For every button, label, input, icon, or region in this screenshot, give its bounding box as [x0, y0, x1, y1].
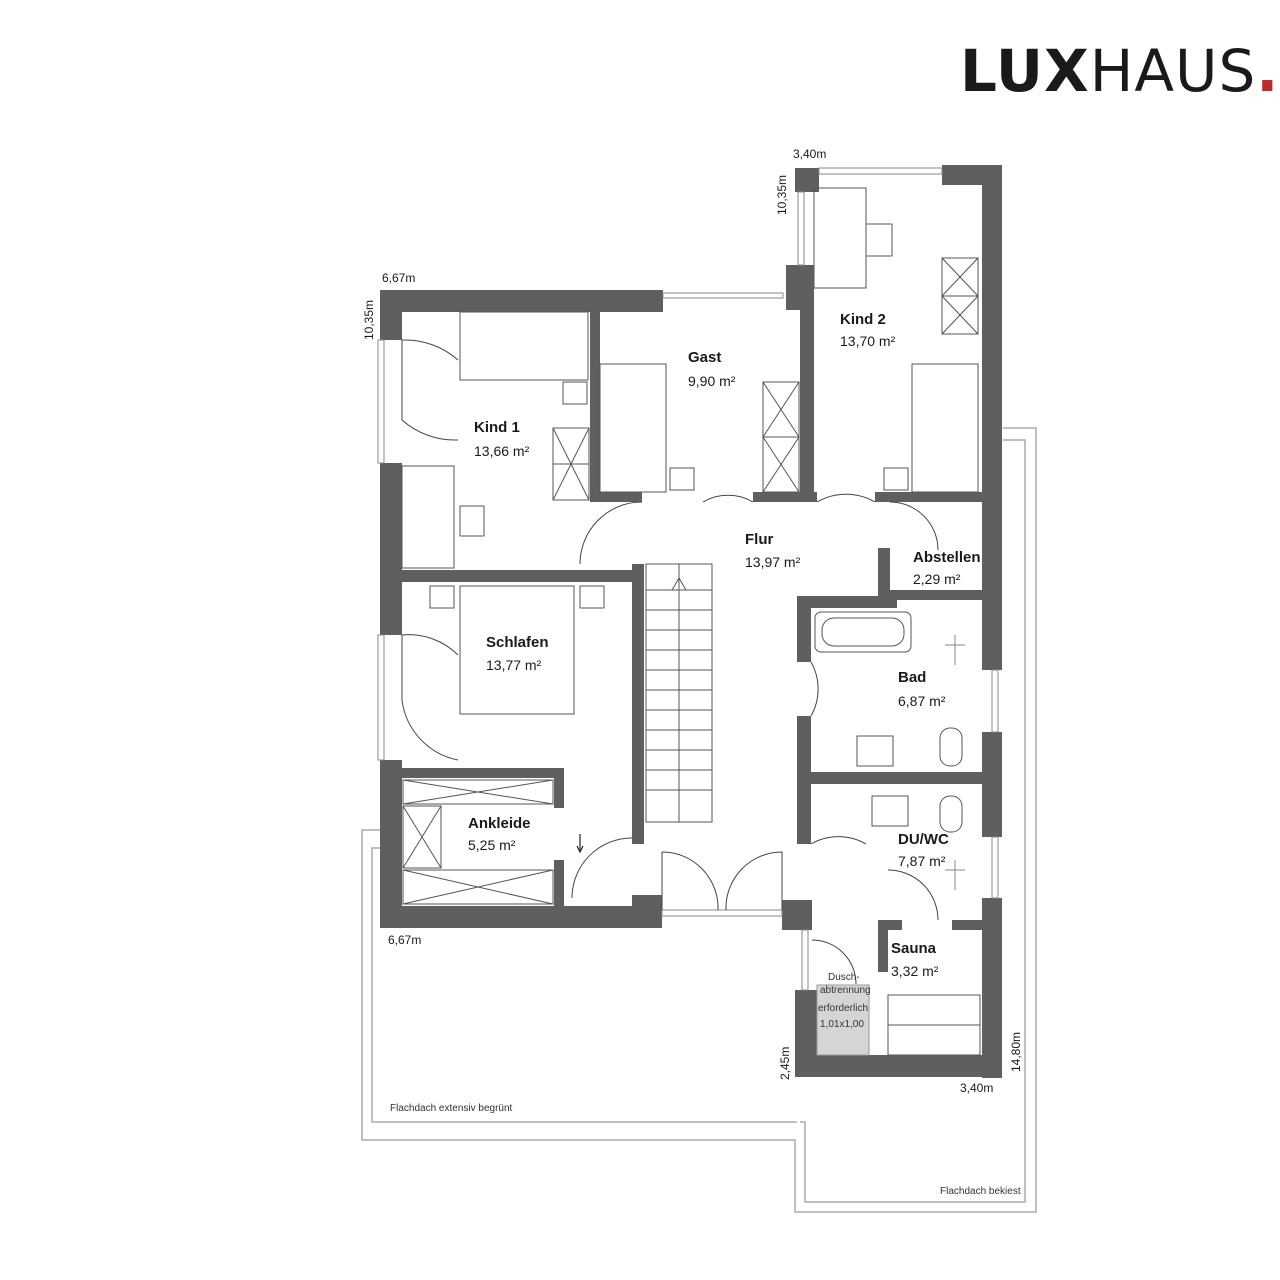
room-area-bad: 6,87 m² [898, 693, 946, 709]
dim-kind1-height: 10,35m [362, 300, 376, 340]
walls [380, 165, 1002, 1078]
plan-notes: Dusch- abtrennung erforderlich 1,01x1,00… [390, 972, 1021, 1197]
room-name-duwc: DU/WC [898, 831, 949, 848]
shower-note-line2: abtrennung [820, 985, 871, 996]
room-area-kind1: 13,66 m² [474, 443, 530, 459]
room-name-bad: Bad [898, 669, 926, 686]
dim-bottom-left-width: 6,67m [388, 933, 421, 947]
shower-note-line1: Dusch- [828, 972, 860, 983]
room-area-gast: 9,90 m² [688, 373, 736, 389]
dim-kind2-width: 3,40m [793, 147, 826, 161]
room-area-ankleide: 5,25 m² [468, 837, 516, 853]
room-name-sauna: Sauna [891, 940, 937, 957]
shower-area [816, 984, 870, 1056]
room-area-duwc: 7,87 m² [898, 853, 946, 869]
room-area-flur: 13,97 m² [745, 554, 801, 570]
room-name-kind1: Kind 1 [474, 419, 520, 436]
logo-lux: LUX [960, 37, 1090, 105]
logo-haus: HAUS [1089, 37, 1257, 105]
room-name-flur: Flur [745, 531, 773, 548]
dim-kind2-height: 10,35m [775, 175, 789, 215]
logo-dot: . [1256, 37, 1280, 105]
room-area-sauna: 3,32 m² [891, 963, 939, 979]
dim-sauna-height: 2,45m [778, 1047, 792, 1080]
room-labels: Kind 1 13,66 m² Gast 9,90 m² Kind 2 13,7… [468, 311, 981, 979]
room-name-schlafen: Schlafen [486, 634, 549, 651]
roof-green-label: Flachdach extensiv begrünt [390, 1103, 513, 1114]
room-area-kind2: 13,70 m² [840, 333, 896, 349]
dim-kind1-width: 6,67m [382, 271, 415, 285]
roof-gravel-label: Flachdach bekiest [940, 1186, 1021, 1197]
doors [401, 339, 939, 985]
staircase [645, 563, 713, 823]
dimension-labels: 3,40m 10,35m 6,67m 10,35m 6,67m 2,45m 3,… [362, 147, 1023, 1095]
shower-note-line3: erforderlich [818, 1003, 868, 1014]
roof-outlines [361, 427, 1037, 1213]
room-name-gast: Gast [688, 349, 721, 366]
shower-note-line4: 1,01x1,00 [820, 1019, 864, 1030]
dim-sauna-width: 3,40m [960, 1081, 993, 1095]
room-name-abstellen: Abstellen [913, 549, 981, 566]
room-name-ankleide: Ankleide [468, 815, 531, 832]
room-area-schlafen: 13,77 m² [486, 657, 542, 673]
dim-right-height: 14,80m [1009, 1032, 1023, 1072]
room-name-kind2: Kind 2 [840, 311, 886, 328]
furniture [401, 187, 981, 1056]
fixture-marks [945, 635, 965, 890]
room-area-abstellen: 2,29 m² [913, 571, 961, 587]
luxhaus-logo: LUXHAUS. [960, 42, 1279, 100]
windows [377, 167, 999, 991]
